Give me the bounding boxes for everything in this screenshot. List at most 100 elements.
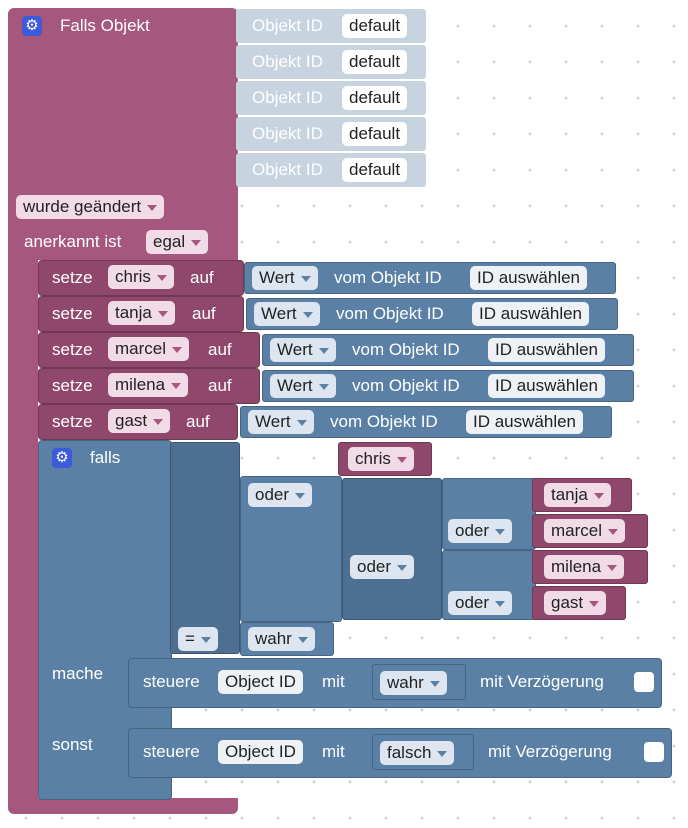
var-dropdown-milena[interactable]: milena xyxy=(544,555,625,579)
chevron-down-icon xyxy=(607,564,618,571)
prop-label: Wert xyxy=(255,412,291,431)
set-var-dropdown-milena[interactable]: milena xyxy=(108,373,189,397)
id-select-chris[interactable]: ID auswählen xyxy=(470,266,588,290)
chevron-down-icon xyxy=(608,528,619,535)
prop-dropdown-chris[interactable]: Wert xyxy=(252,266,318,290)
set-block-chris[interactable] xyxy=(38,260,244,296)
set-var-dropdown-tanja[interactable]: tanja xyxy=(108,301,175,325)
chevron-down-icon xyxy=(429,680,440,687)
set-keyword: setze xyxy=(52,268,93,287)
trigger-block-inner-top xyxy=(38,40,238,190)
chevron-down-icon xyxy=(437,750,448,757)
set-keyword: setze xyxy=(52,304,93,323)
if-label: falls xyxy=(90,448,121,467)
chevron-down-icon xyxy=(153,418,164,425)
control-value-label: falsch xyxy=(387,743,432,762)
boolean-label: wahr xyxy=(255,629,292,648)
id-select-milena[interactable]: ID auswählen xyxy=(488,374,606,398)
set-var-dropdown-chris[interactable]: chris xyxy=(108,265,174,289)
chevron-down-icon xyxy=(300,275,311,282)
chevron-down-icon xyxy=(297,636,308,643)
else-label: sonst xyxy=(52,735,93,754)
compare-operator-dropdown[interactable]: = xyxy=(178,627,218,651)
chevron-down-icon xyxy=(302,311,313,318)
object-id-value-4[interactable]: default xyxy=(342,122,408,146)
chevron-down-icon xyxy=(593,492,604,499)
var-label: marcel xyxy=(115,339,167,358)
trigger-block-footer xyxy=(8,798,238,814)
delay-label: mit Verzögerung xyxy=(480,672,604,691)
or-label: oder xyxy=(455,593,490,612)
set-auf: auf xyxy=(186,412,210,431)
chevron-down-icon xyxy=(295,492,306,499)
prop-dropdown-milena[interactable]: Wert xyxy=(270,374,336,398)
or-dropdown-outer[interactable]: oder xyxy=(248,483,313,507)
prop-label: Wert xyxy=(259,268,295,287)
id-select-marcel[interactable]: ID auswählen xyxy=(488,338,606,362)
id-select-tanja[interactable]: ID auswählen xyxy=(472,302,590,326)
set-var-dropdown-marcel[interactable]: marcel xyxy=(108,337,190,361)
changed-dropdown[interactable]: wurde geändert xyxy=(16,195,165,219)
control-value-label: wahr xyxy=(387,673,424,692)
trigger-block[interactable] xyxy=(8,8,238,44)
chevron-down-icon xyxy=(318,347,329,354)
var-label: chris xyxy=(115,267,151,286)
control-object-id-then[interactable]: Object ID xyxy=(218,670,303,694)
chevron-down-icon xyxy=(495,528,506,535)
id-select-gast[interactable]: ID auswählen xyxy=(466,410,584,434)
control-object-id-else[interactable]: Object ID xyxy=(218,740,303,764)
if-gear-icon[interactable]: ⚙ xyxy=(52,448,72,468)
prop-dropdown-marcel[interactable]: Wert xyxy=(270,338,336,362)
trigger-gear-icon[interactable]: ⚙ xyxy=(22,16,42,36)
or-dropdown-inner-top[interactable]: oder xyxy=(448,519,513,543)
chevron-down-icon xyxy=(157,310,168,317)
set-var-dropdown-gast[interactable]: gast xyxy=(108,409,171,433)
var-label: marcel xyxy=(551,521,603,540)
prop-dropdown-gast[interactable]: Wert xyxy=(248,410,314,434)
control-keyword: steuere xyxy=(143,672,200,691)
boolean-dropdown[interactable]: wahr xyxy=(248,627,315,651)
chevron-down-icon xyxy=(200,636,211,643)
chevron-down-icon xyxy=(172,346,183,353)
object-id-value-2[interactable]: default xyxy=(342,50,408,74)
chevron-down-icon xyxy=(156,274,167,281)
control-value-dropdown-then[interactable]: wahr xyxy=(380,671,447,695)
object-id-value-3[interactable]: default xyxy=(342,86,408,110)
delay-label: mit Verzögerung xyxy=(488,742,612,761)
or-dropdown-middle[interactable]: oder xyxy=(350,555,415,579)
var-label: milena xyxy=(551,557,602,576)
var-label: gast xyxy=(115,411,148,430)
var-label: tanja xyxy=(551,485,588,504)
object-id-value-1[interactable]: default xyxy=(342,14,408,38)
ack-label: anerkannt ist xyxy=(24,232,122,251)
set-auf: auf xyxy=(208,340,232,359)
var-dropdown-gast[interactable]: gast xyxy=(544,591,607,615)
control-mit: mit xyxy=(322,742,345,761)
changed-dropdown-label: wurde geändert xyxy=(23,197,142,216)
delay-checkbox-else[interactable] xyxy=(644,742,664,762)
control-value-dropdown-else[interactable]: falsch xyxy=(380,741,455,765)
chevron-down-icon xyxy=(171,382,182,389)
object-id-value-5[interactable]: default xyxy=(342,158,408,182)
ack-dropdown[interactable]: egal xyxy=(146,230,209,254)
prop-label: Wert xyxy=(277,376,313,395)
delay-checkbox-then[interactable] xyxy=(634,672,654,692)
compare-block[interactable] xyxy=(170,442,240,654)
prop-label: Wert xyxy=(277,340,313,359)
object-id-label-4: Objekt ID xyxy=(252,124,323,143)
var-dropdown-chris[interactable]: chris xyxy=(348,447,414,471)
object-id-label-3: Objekt ID xyxy=(252,88,323,107)
or-label: oder xyxy=(255,485,290,504)
trigger-block-spine xyxy=(8,40,38,812)
var-dropdown-tanja[interactable]: tanja xyxy=(544,483,611,507)
var-dropdown-marcel[interactable]: marcel xyxy=(544,519,626,543)
control-keyword: steuere xyxy=(143,742,200,761)
set-auf: auf xyxy=(192,304,216,323)
prop-label: Wert xyxy=(261,304,297,323)
chevron-down-icon xyxy=(397,564,408,571)
from-object-label: vom Objekt ID xyxy=(330,412,438,431)
or-dropdown-inner-bottom[interactable]: oder xyxy=(448,591,513,615)
chevron-down-icon xyxy=(296,419,307,426)
or-block-middle[interactable] xyxy=(342,478,442,620)
prop-dropdown-tanja[interactable]: Wert xyxy=(254,302,320,326)
